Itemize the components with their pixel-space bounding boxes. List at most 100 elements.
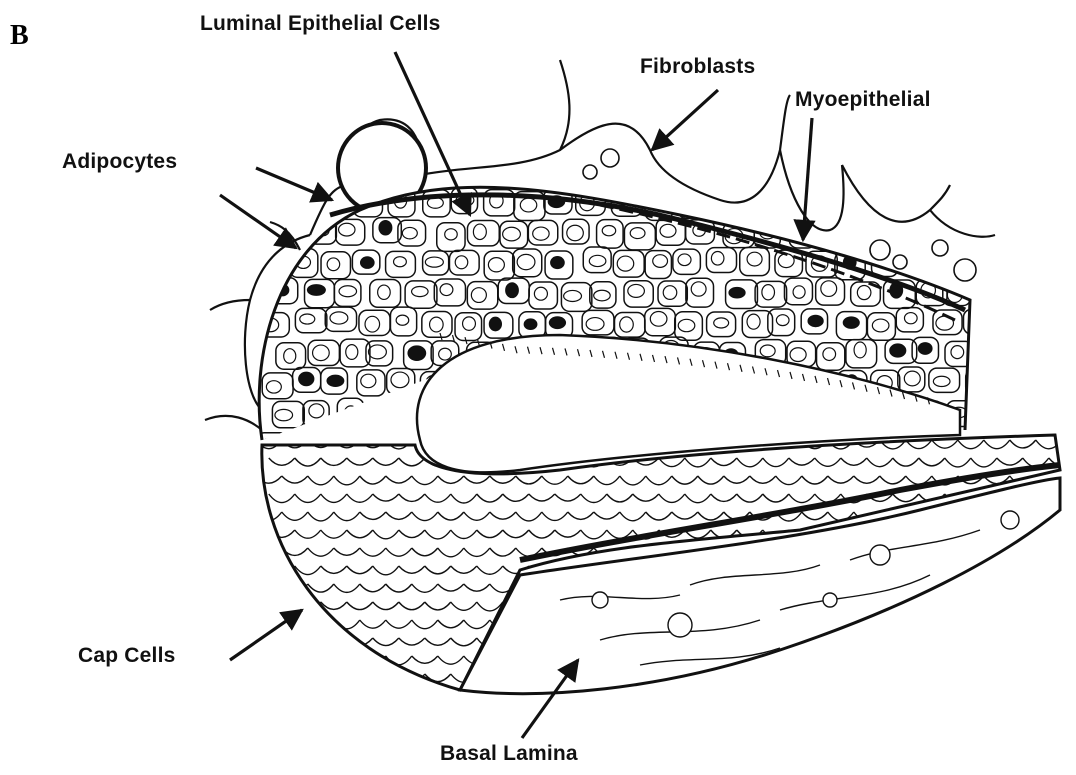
cap-cell — [412, 692, 438, 701]
cap-cell — [334, 692, 360, 699]
cap-cell — [295, 674, 321, 681]
cap-cell — [906, 692, 932, 699]
cap-cell — [971, 674, 997, 682]
label-basal-lamina: Basal Lamina — [440, 742, 578, 766]
cell-nucleus — [970, 318, 985, 329]
cap-cell — [1062, 656, 1076, 663]
cap-cell — [1010, 656, 1036, 664]
cell-nucleus — [333, 197, 346, 210]
cap-cell — [256, 584, 282, 592]
cap-cell — [1036, 692, 1062, 700]
cell-nucleus — [919, 225, 934, 238]
cell-nucleus — [973, 373, 986, 388]
cap-cell — [1010, 584, 1036, 591]
cell-nucleus — [886, 227, 901, 239]
cell-nucleus — [843, 317, 859, 328]
cap-cell — [334, 656, 360, 664]
cap-cell — [815, 674, 841, 681]
cell-nucleus — [327, 375, 344, 386]
cap-cell — [984, 620, 1010, 628]
arrow-fibroblasts — [652, 90, 718, 150]
cell-nucleus — [650, 197, 662, 207]
cap-cell — [776, 656, 802, 664]
cap-cell — [256, 692, 282, 701]
cap-cell — [1062, 692, 1076, 700]
cap-cell — [867, 674, 893, 681]
label-adipocytes: Adipocytes — [62, 150, 177, 174]
cap-cell — [971, 638, 997, 646]
cap-cell — [347, 674, 373, 683]
cell-nucleus — [909, 254, 924, 267]
cap-cell — [1010, 620, 1036, 629]
cell-nucleus — [551, 257, 564, 269]
cell-nucleus — [361, 257, 374, 268]
epithelial-cell — [847, 218, 875, 243]
cap-cell — [321, 674, 347, 682]
cap-cell — [1036, 656, 1062, 663]
cap-cell — [815, 638, 841, 646]
cell-nucleus — [987, 403, 1001, 418]
arrow-adipocytes-2 — [220, 195, 296, 248]
cap-cell — [360, 692, 386, 701]
epithelial-cell — [966, 369, 996, 395]
epithelial-cell — [833, 192, 863, 218]
cap-cell — [1062, 548, 1076, 556]
cap-cell — [711, 674, 737, 682]
cell-nucleus — [408, 346, 426, 360]
cell-nucleus — [935, 197, 953, 211]
cell-nucleus — [905, 192, 922, 207]
cap-cell — [1010, 548, 1036, 556]
cell-nucleus — [729, 288, 745, 298]
cap-cell — [802, 656, 828, 663]
cap-cell — [1010, 692, 1036, 701]
cap-cell — [1049, 602, 1075, 611]
cap-cell — [1036, 584, 1062, 591]
cap-cell — [906, 620, 932, 628]
cap-cell — [919, 602, 945, 610]
cap-cell — [828, 656, 854, 663]
cell-nucleus — [682, 198, 697, 208]
cap-cell — [1062, 620, 1076, 629]
cell-nucleus — [873, 195, 891, 209]
cell-nucleus — [982, 346, 997, 359]
cap-cell — [724, 692, 750, 701]
label-fibroblasts: Fibroblasts — [640, 55, 755, 79]
epithelial-cell — [899, 187, 931, 214]
cell-nucleus — [489, 317, 501, 330]
cap-cell — [282, 692, 308, 699]
cell-nucleus — [379, 221, 392, 235]
cell-nucleus — [937, 258, 949, 269]
cap-cell — [945, 674, 971, 683]
cap-cell — [737, 674, 763, 682]
cap-cell — [1036, 620, 1062, 627]
cell-nucleus — [266, 195, 278, 210]
cap-cell — [932, 656, 958, 664]
cap-cell — [1062, 476, 1076, 484]
cap-cell — [893, 638, 919, 646]
cap-cell — [308, 692, 334, 700]
cap-cell — [646, 692, 672, 700]
cap-cell — [854, 656, 880, 664]
cell-nucleus — [918, 343, 932, 355]
cap-cell — [620, 692, 646, 699]
cap-cell — [672, 692, 698, 700]
cap-cell — [594, 692, 620, 701]
cap-cell — [958, 692, 984, 700]
cap-cell — [1049, 530, 1075, 538]
cap-cell — [269, 602, 295, 611]
cap-cell — [880, 620, 906, 628]
cap-cell — [997, 638, 1023, 646]
cap-cell — [802, 692, 828, 700]
label-luminal-epithelial-cells: Luminal Epithelial Cells — [200, 12, 441, 36]
cap-cell — [1049, 674, 1075, 682]
cap-cell — [984, 584, 1010, 592]
cap-cell — [386, 692, 412, 699]
cap-cell — [763, 674, 789, 682]
cap-cell — [295, 638, 321, 646]
cap-cell — [373, 674, 399, 682]
cell-nucleus — [808, 315, 823, 326]
cell-nucleus — [988, 285, 1003, 301]
label-cap-cells: Cap Cells — [78, 644, 176, 668]
cap-cell — [997, 674, 1023, 681]
cap-cell — [1062, 512, 1076, 521]
